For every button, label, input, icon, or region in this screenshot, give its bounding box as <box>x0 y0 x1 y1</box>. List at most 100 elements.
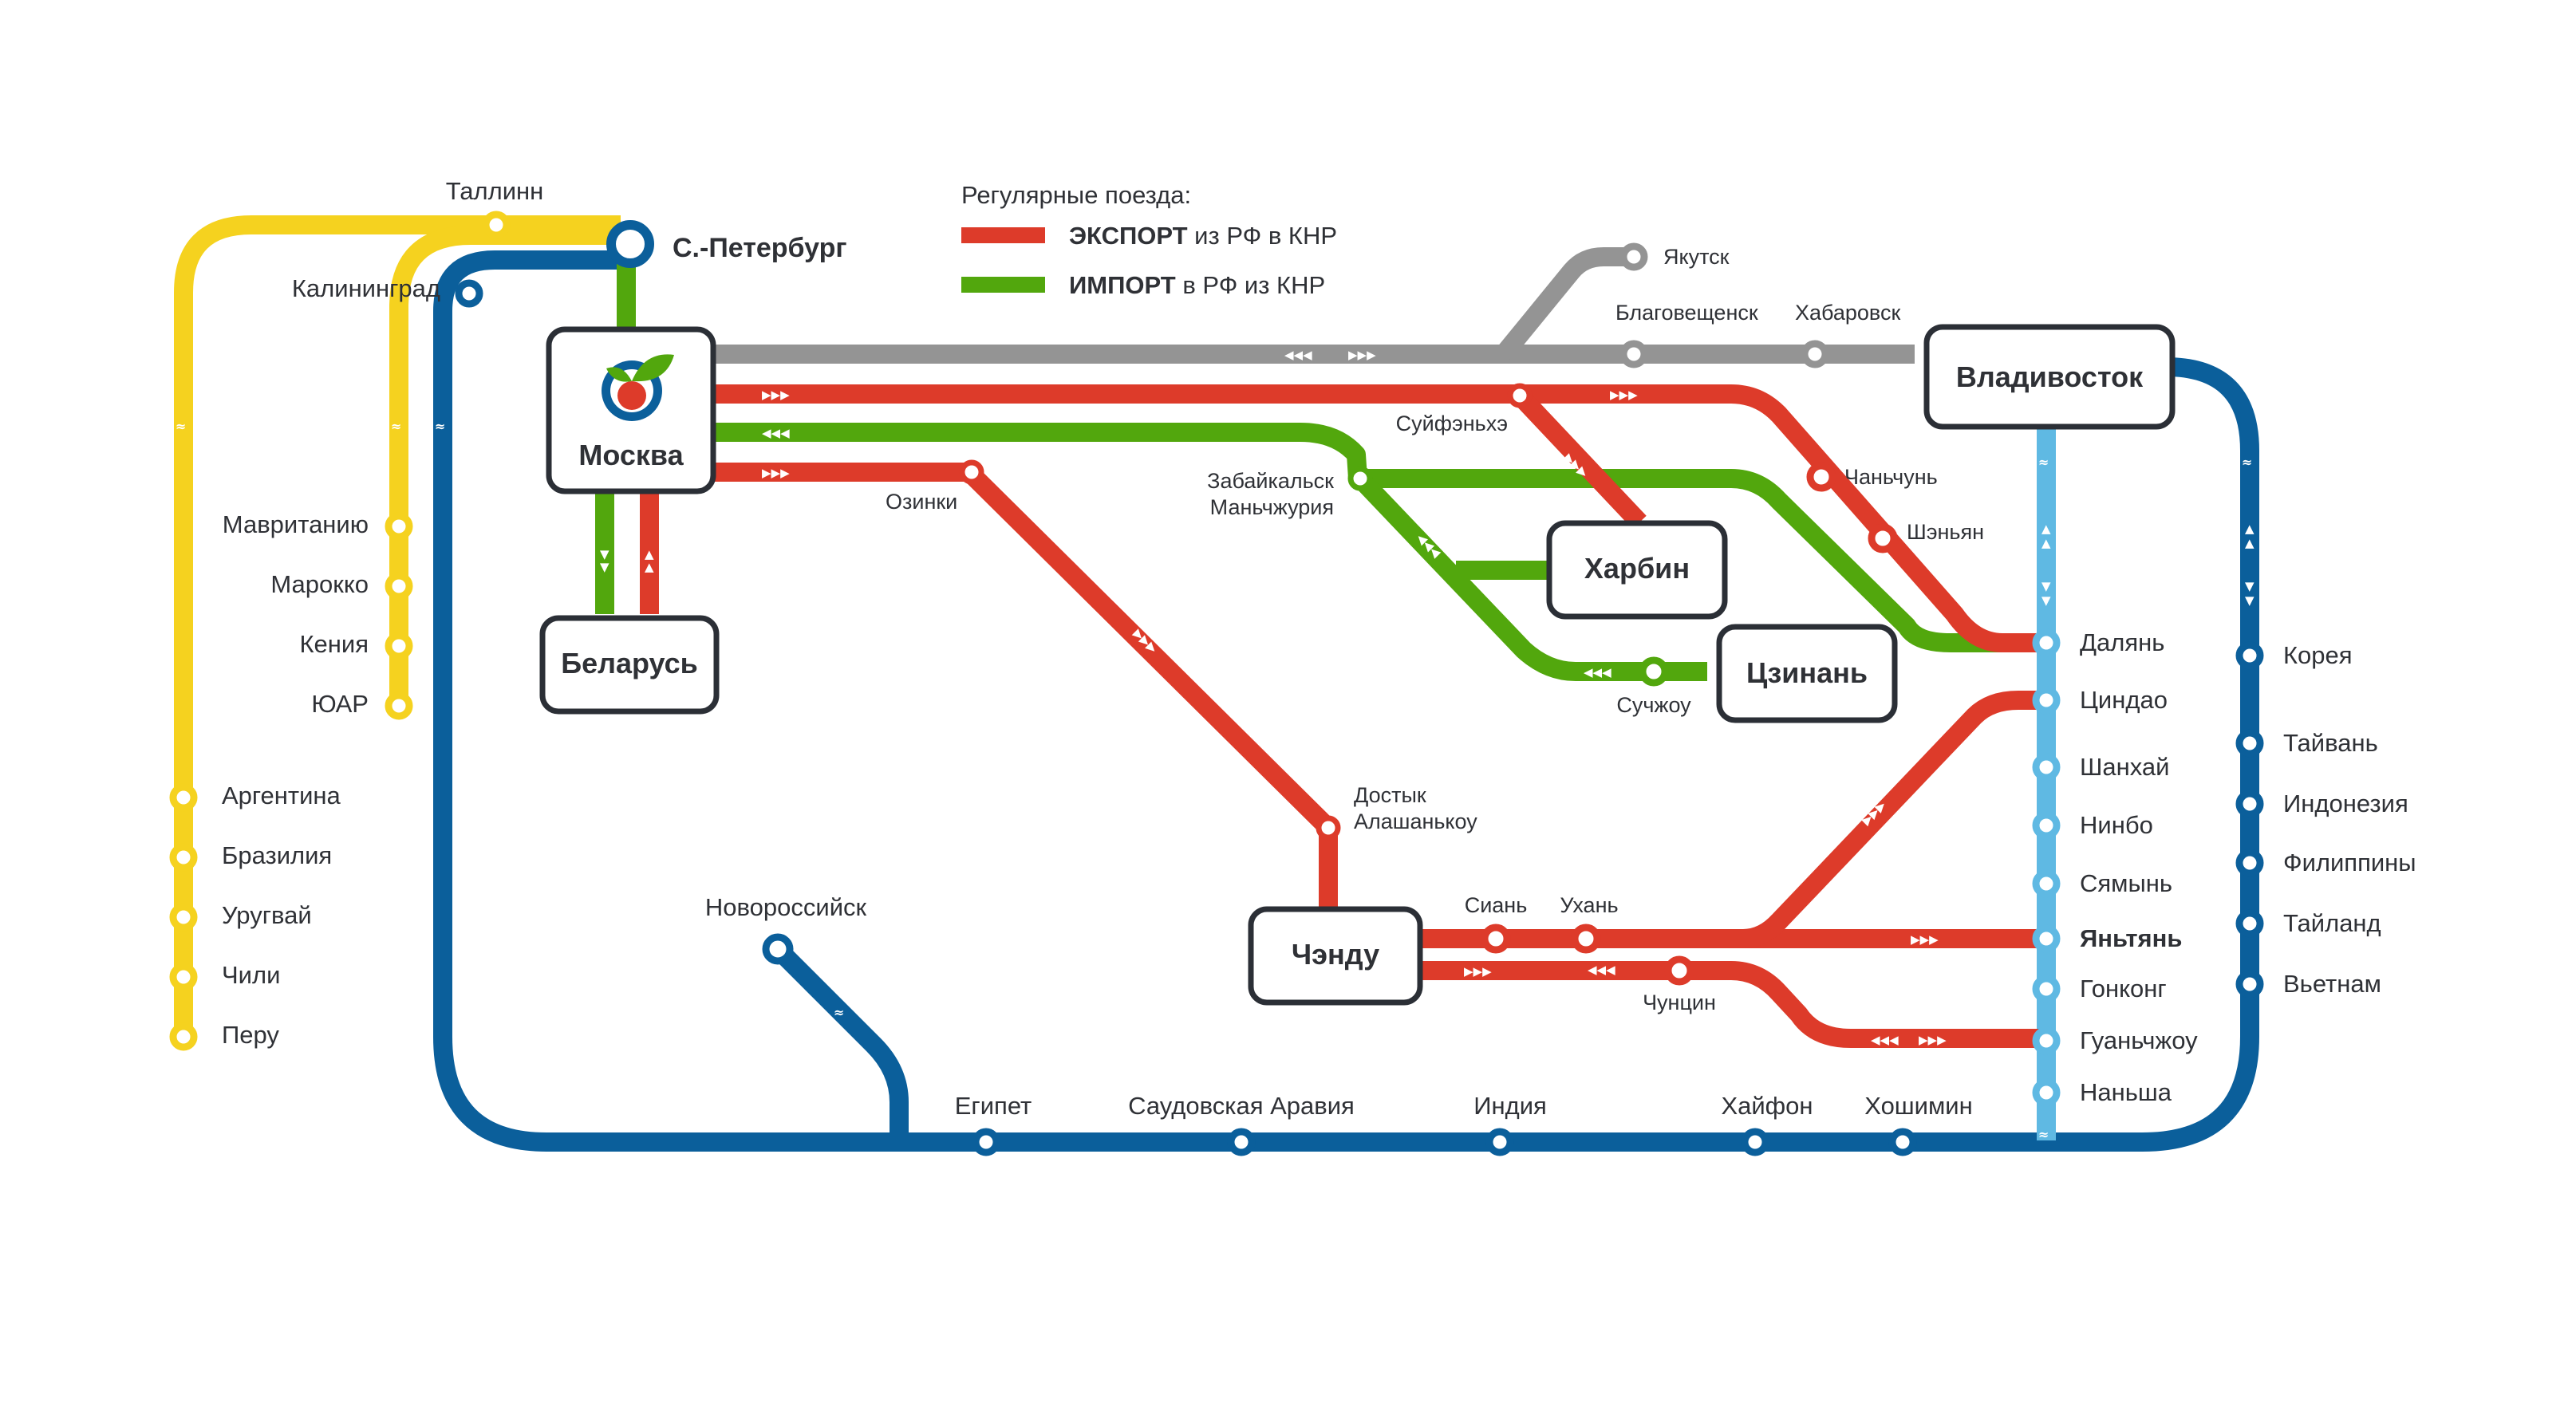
label-suzhou: Сучжоу <box>1616 693 1691 717</box>
label-hochiminh: Хошимин <box>1864 1092 1973 1120</box>
label-egypt: Египет <box>955 1092 1032 1120</box>
label-yakutsk: Якутск <box>1663 245 1730 269</box>
label-hongkong: Гонконг <box>2080 975 2167 1002</box>
station-ozinki[interactable] <box>959 459 984 485</box>
station-wuhan[interactable] <box>1571 924 1601 954</box>
station-chongqing[interactable] <box>1664 955 1694 986</box>
label-morocco: Марокко <box>270 570 369 598</box>
station-india[interactable] <box>1485 1128 1514 1156</box>
station-suifenhe[interactable] <box>1507 383 1533 408</box>
label-dostyk-1: Достык <box>1354 783 1426 807</box>
station-qingdao[interactable] <box>2032 686 2061 715</box>
station-shenyang[interactable] <box>1868 523 1898 553</box>
line-blue-loop <box>433 250 2259 1152</box>
station-zabaikalsk[interactable] <box>1347 466 1373 491</box>
arrow-marker: ▼ <box>600 560 609 574</box>
legend-export-swatch <box>961 227 1045 243</box>
legend-import-text: ИМПОРТ в РФ из КНР <box>1069 271 1325 299</box>
station-dostyk[interactable] <box>1316 815 1341 841</box>
station-saudi[interactable] <box>1227 1128 1256 1156</box>
station-brazil[interactable] <box>169 843 198 872</box>
line-red-qingdao <box>1742 691 2042 948</box>
station-spb[interactable] <box>606 220 654 268</box>
station-thailand[interactable] <box>2235 909 2264 938</box>
sea-wave-icon: ≈ <box>834 1005 844 1020</box>
station-sar[interactable] <box>385 691 413 720</box>
station-novorossiysk[interactable] <box>762 933 794 965</box>
label-taiwan: Тайвань <box>2283 729 2378 757</box>
station-shanghai[interactable] <box>2032 753 2061 782</box>
station-peru[interactable] <box>169 1022 198 1051</box>
legend-export-bold: ЭКСПОРТ <box>1069 222 1188 250</box>
station-morocco[interactable] <box>385 572 413 601</box>
station-hochiminh[interactable] <box>1888 1128 1917 1156</box>
label-india: Индия <box>1473 1092 1547 1120</box>
sea-wave-icon: ≈ <box>2038 1127 2049 1142</box>
arrow-marker: ◀◀◀ <box>1284 348 1312 362</box>
label-chile: Чили <box>222 961 280 989</box>
label-dalian: Далянь <box>2080 628 2164 656</box>
label-qingdao: Циндао <box>2080 686 2168 714</box>
label-nansha: Наньша <box>2080 1078 2172 1106</box>
station-yantian[interactable] <box>2032 924 2061 953</box>
hub-harbin-label: Харбин <box>1584 552 1690 585</box>
label-korea: Корея <box>2283 641 2353 669</box>
station-mauritania[interactable] <box>385 512 413 541</box>
hub-chengdu[interactable]: Чэнду <box>1248 906 1423 1006</box>
legend-export-text: ЭКСПОРТ из РФ в КНР <box>1069 222 1337 250</box>
station-chile[interactable] <box>169 963 198 991</box>
station-tallinn[interactable] <box>482 211 511 239</box>
hub-vladivostok[interactable]: Владивосток <box>1923 324 2176 430</box>
arrow-marker: ◀◀◀ <box>1588 963 1615 977</box>
station-kaliningrad[interactable] <box>455 279 483 308</box>
arrow-marker: ◀◀◀ <box>1584 665 1611 679</box>
hub-moscow[interactable]: Москва <box>546 326 716 494</box>
sea-markers: ≈ ≈ ≈ ≈ ≈ ≈ ≈ <box>176 419 2252 1142</box>
station-nansha[interactable] <box>2032 1078 2061 1107</box>
hub-harbin[interactable]: Харбин <box>1546 520 1728 620</box>
arrow-marker: ▲ <box>645 547 654 561</box>
arrow-marker: ▶▶▶ <box>1919 1033 1947 1047</box>
legend-import-swatch <box>961 277 1045 293</box>
station-blagoveshchensk[interactable] <box>1619 340 1648 368</box>
label-uruguay: Уругвай <box>222 901 312 929</box>
station-xiamen[interactable] <box>2032 869 2061 898</box>
station-ningbo[interactable] <box>2032 811 2061 840</box>
station-egypt[interactable] <box>972 1128 1000 1156</box>
label-indonesia: Индонезия <box>2283 790 2408 817</box>
line-yellow-outer <box>174 215 621 1037</box>
label-xian: Сиань <box>1465 893 1528 917</box>
station-khabarovsk[interactable] <box>1801 340 1829 368</box>
hub-vladivostok-label: Владивосток <box>1956 360 2144 393</box>
label-zabaikalsk-1: Забайкальск <box>1207 469 1334 493</box>
station-taiwan[interactable] <box>2235 729 2264 758</box>
hub-boxes: Москва Беларусь Харбин Цзинань Владивост… <box>539 324 2176 1006</box>
stations <box>169 211 2264 1156</box>
label-argentina: Аргентина <box>222 782 341 809</box>
station-hongkong[interactable] <box>2032 975 2061 1003</box>
arrow-marker: ◀◀◀ <box>762 426 790 440</box>
logo-icon <box>602 354 674 421</box>
station-uruguay[interactable] <box>169 903 198 932</box>
station-vietnam[interactable] <box>2235 970 2264 998</box>
label-yantian: Яньтянь <box>2080 924 2182 952</box>
arrow-marker: ▲ <box>2041 522 2051 536</box>
station-xian[interactable] <box>1481 924 1511 954</box>
label-brazil: Бразилия <box>222 841 332 869</box>
station-guangzhou[interactable] <box>2032 1026 2061 1055</box>
arrow-marker: ▶▶▶ <box>1610 388 1638 402</box>
station-yakutsk[interactable] <box>1619 242 1648 271</box>
station-indonesia[interactable] <box>2235 790 2264 818</box>
station-argentina[interactable] <box>169 783 198 812</box>
station-philippines[interactable] <box>2235 849 2264 877</box>
station-korea[interactable] <box>2235 641 2264 670</box>
station-changchun[interactable] <box>1806 462 1836 492</box>
station-kenya[interactable] <box>385 632 413 660</box>
hub-jinan[interactable]: Цзинань <box>1716 624 1898 723</box>
arrow-marker: ▼ <box>2245 579 2254 593</box>
station-dalian[interactable] <box>2032 628 2061 657</box>
station-suzhou[interactable] <box>1639 656 1669 687</box>
hub-belarus[interactable]: Беларусь <box>539 615 720 715</box>
station-haiphong[interactable] <box>1741 1128 1769 1156</box>
